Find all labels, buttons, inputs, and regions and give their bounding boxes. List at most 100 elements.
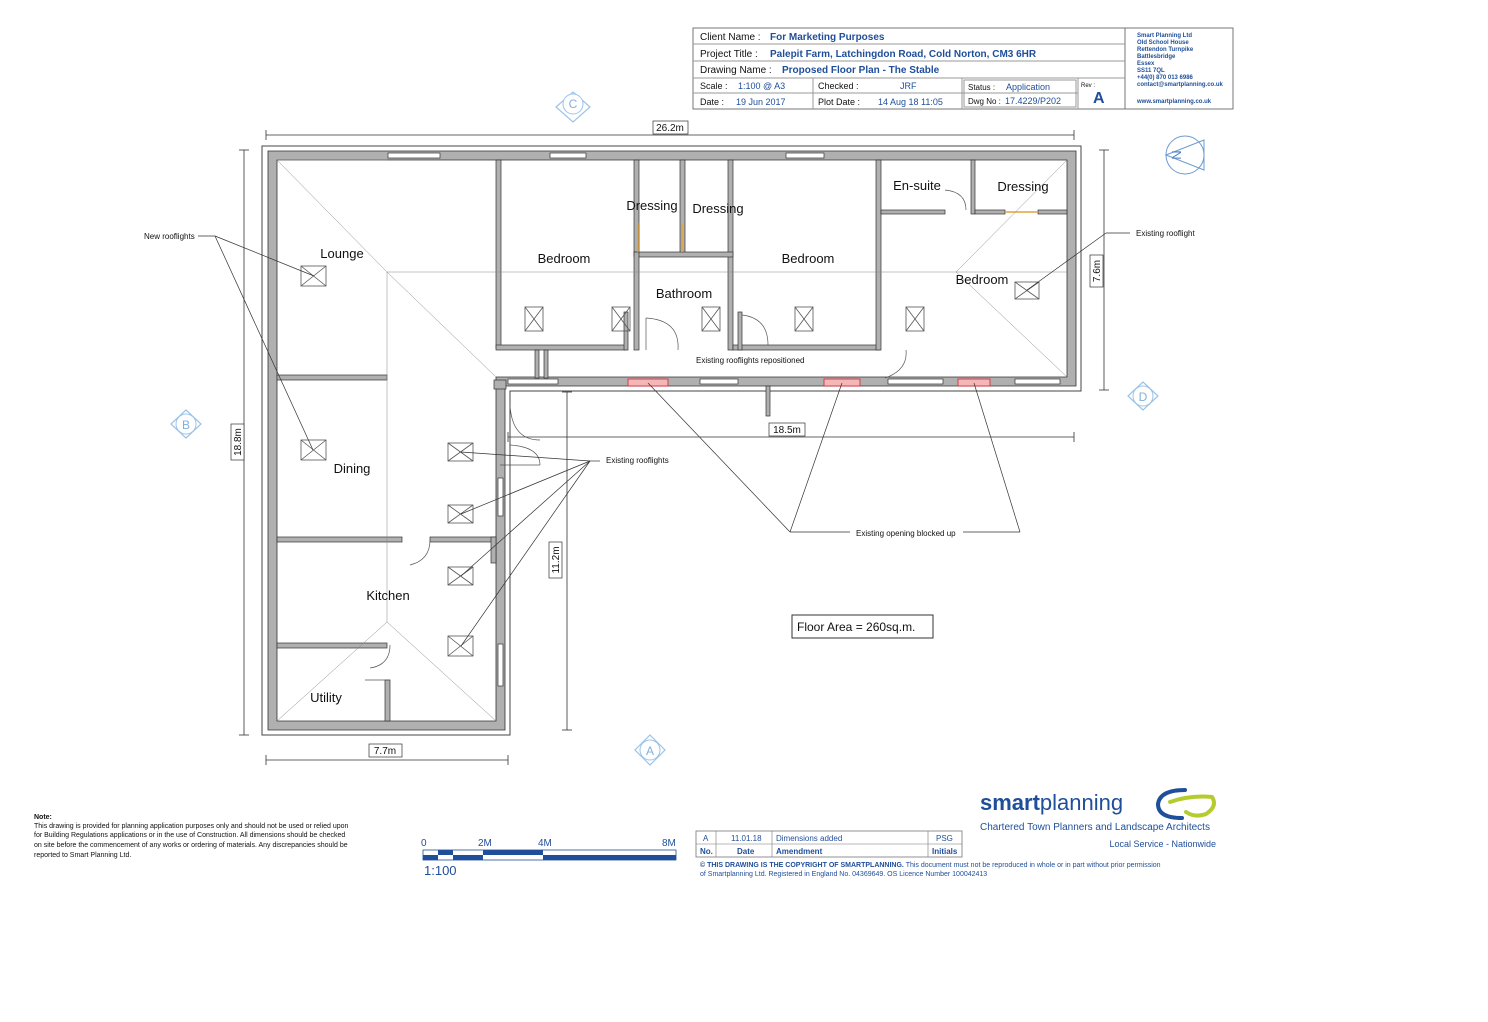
company-line: Battlesbridge — [1137, 54, 1176, 60]
header-amendment: Amendment — [776, 847, 823, 856]
company-line: Rettendon Turnpike — [1137, 47, 1194, 53]
rev-value: A — [1093, 90, 1105, 107]
status-label: Status : — [968, 83, 995, 92]
room-dining: Dining — [334, 461, 371, 476]
project-value: Palepit Farm, Latchingdon Road, Cold Nor… — [770, 49, 1037, 60]
dim-overall-height: 18.8m — [233, 428, 244, 456]
title-block: Client Name : For Marketing Purposes Pro… — [692, 27, 1234, 110]
internal-walls — [276, 159, 1068, 722]
dwg-label: Dwg No : — [968, 97, 1001, 106]
note-heading: Note: — [34, 814, 52, 821]
date-label: Date : — [700, 97, 724, 107]
room-utility: Utility — [310, 690, 342, 705]
scale-label: Scale : — [700, 81, 728, 91]
rooflight-icon — [611, 306, 631, 332]
note-line: reported to Smart Planning Ltd. — [34, 852, 131, 859]
room-lounge: Lounge — [320, 246, 363, 261]
header-initials: Initials — [932, 847, 958, 856]
room-labels: Lounge Dining Kitchen Utility Bedroom Dr… — [310, 178, 1049, 705]
copyright-bold: © THIS DRAWING IS THE COPYRIGHT OF SMART… — [700, 861, 904, 869]
north-arrow-icon: N — [1164, 135, 1205, 175]
revision-no: A — [703, 834, 709, 843]
north-label: N — [1169, 150, 1184, 159]
rev-label: Rev : — [1081, 83, 1095, 89]
brand-wordmark: smartplanning — [980, 790, 1123, 815]
room-ensuite: En-suite — [893, 178, 941, 193]
scale-tick: 0 — [421, 838, 427, 849]
rooflight-icon — [447, 635, 474, 657]
note-opening-blocked: Existing opening blocked up — [856, 529, 956, 538]
copyright-line: © THIS DRAWING IS THE COPYRIGHT OF SMART… — [700, 861, 1161, 869]
header-no: No. — [700, 847, 713, 856]
brand-name-rest: planning — [1040, 790, 1123, 815]
company-line: Smart Planning Ltd — [1137, 33, 1192, 39]
plot-date-label: Plot Date : — [818, 97, 860, 107]
note-existing-rooflight: Existing rooflight — [1136, 229, 1195, 238]
room-bathroom: Bathroom — [656, 286, 712, 301]
dim-wing-height: 11.2m — [551, 546, 562, 573]
blocked-opening — [627, 378, 991, 387]
disclaimer-note: Note: This drawing is provided for plann… — [34, 814, 349, 859]
floor-area-label: Floor Area = 260sq.m. — [797, 620, 915, 634]
dim-overall-width: 26.2m — [656, 123, 684, 134]
note-line: on site before the commencement of any w… — [34, 842, 348, 849]
elevation-marker-b: B — [170, 409, 202, 439]
note-line: for Building Regulations applications or… — [34, 832, 345, 839]
rooflight-icon — [300, 439, 327, 461]
scale-value: 1:100 @ A3 — [738, 81, 785, 91]
door-swings — [365, 189, 1038, 681]
revision-initials: PSG — [936, 834, 953, 843]
rooflight-icon — [905, 306, 925, 332]
rooflight-icon — [524, 306, 544, 332]
brand-block: smartplanning Chartered Town Planners an… — [980, 788, 1216, 849]
company-line: contact@smartplanning.co.uk — [1137, 82, 1224, 88]
client-label: Client Name : — [700, 32, 761, 43]
company-line: Old School House — [1137, 40, 1189, 46]
project-label: Project Title : — [700, 49, 758, 60]
room-dressing-3: Dressing — [997, 179, 1048, 194]
marker-label: A — [646, 744, 654, 758]
rooflight-icon — [447, 566, 474, 586]
client-value: For Marketing Purposes — [770, 32, 885, 43]
scale-ratio: 1:100 — [424, 863, 457, 878]
copyright-rest: This document must not be reproduced in … — [904, 862, 1161, 869]
brand-logo-icon — [1155, 788, 1216, 820]
marker-label: D — [1139, 390, 1148, 404]
checked-label: Checked : — [818, 81, 859, 91]
brand-tagline: Chartered Town Planners and Landscape Ar… — [980, 822, 1210, 833]
note-line: This drawing is provided for planning ap… — [34, 823, 349, 830]
revision-date: 11.01.18 — [731, 834, 762, 843]
note-existing-rooflights: Existing rooflights — [606, 456, 669, 465]
status-value: Application — [1006, 82, 1050, 92]
elevation-marker-a: A — [634, 734, 666, 766]
note-rooflights-repositioned: Existing rooflights repositioned — [696, 356, 805, 365]
header-date: Date — [737, 847, 755, 856]
room-bedroom-3: Bedroom — [956, 272, 1009, 287]
checked-value: JRF — [900, 81, 917, 91]
room-bedroom-2: Bedroom — [782, 251, 835, 266]
date-value: 19 Jun 2017 — [736, 97, 786, 107]
elevation-marker-d: D — [1127, 381, 1159, 411]
dim-right-height: 7.6m — [1092, 260, 1103, 282]
room-bedroom-1: Bedroom — [538, 251, 591, 266]
brand-name-bold: smart — [980, 790, 1041, 815]
annotation-leaders — [198, 232, 1130, 647]
rooflight-icon — [447, 504, 474, 524]
scale-tick: 8M — [662, 838, 676, 849]
company-line: SS11 7QL — [1137, 68, 1165, 74]
room-dressing-2: Dressing — [692, 201, 743, 216]
scale-tick: 2M — [478, 838, 492, 849]
company-line: Essex — [1137, 61, 1155, 67]
note-new-rooflights: New rooflights — [144, 232, 195, 241]
company-line: +44(0) 870 013 6986 — [1137, 75, 1194, 81]
room-kitchen: Kitchen — [366, 588, 409, 603]
rooflights — [300, 265, 1040, 657]
plot-date-value: 14 Aug 18 11:05 — [878, 97, 943, 107]
elevation-marker-c: C — [555, 91, 591, 123]
copyright-line-2: of Smartplanning Ltd. Registered in Engl… — [700, 871, 987, 878]
marker-label: C — [569, 97, 578, 111]
roof-hip-lines — [276, 159, 1068, 722]
dimension-lines — [239, 130, 1109, 765]
dim-lower-width: 18.5m — [773, 425, 801, 436]
